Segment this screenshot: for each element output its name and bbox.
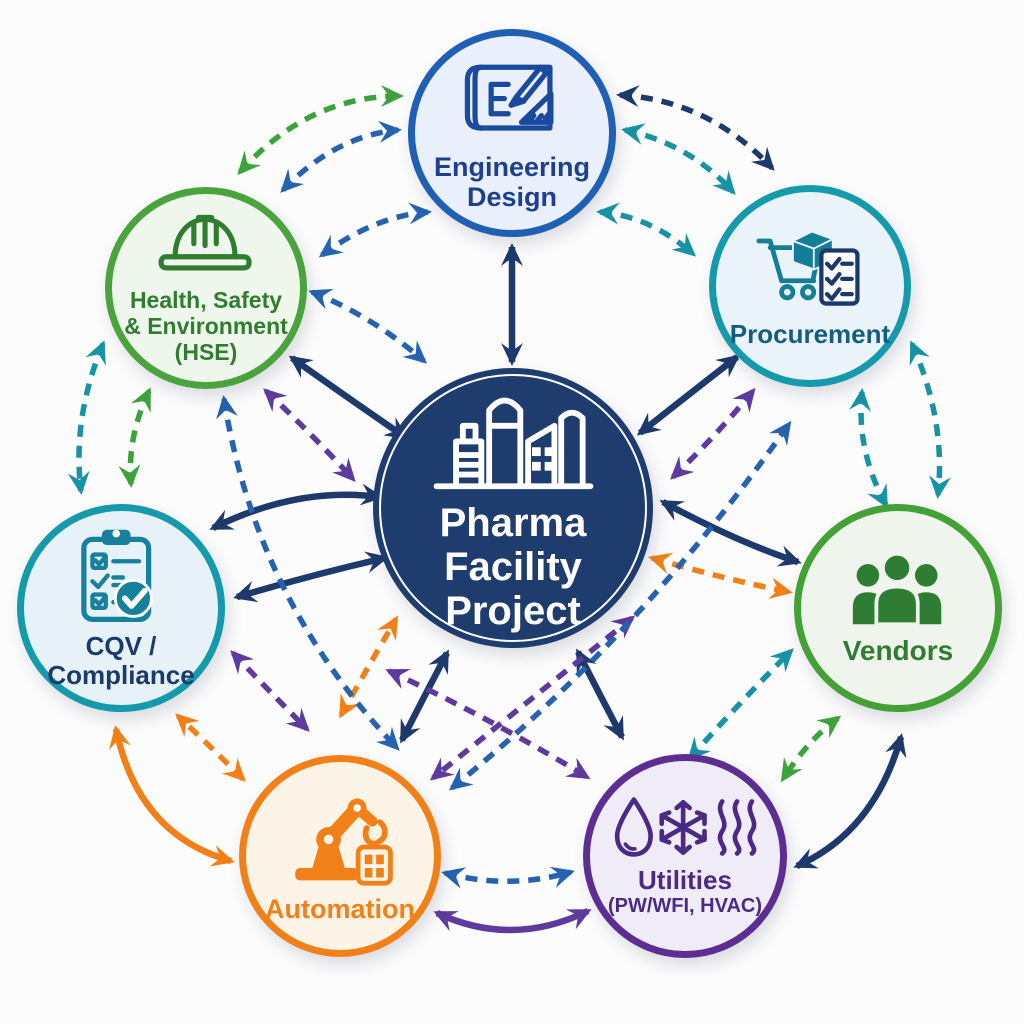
node-label-line: Procurement bbox=[729, 319, 891, 350]
connection-hse-eng bbox=[318, 202, 432, 258]
node-label-line: Automation bbox=[265, 893, 415, 924]
node-label-line: Engineering bbox=[433, 151, 590, 182]
connection-hse-automation bbox=[216, 395, 400, 751]
connection-hub-hse bbox=[288, 355, 409, 440]
clipboard-check-icon bbox=[81, 529, 153, 622]
node-cqv: CQV /Compliance bbox=[17, 504, 225, 712]
node-label: Health, Safety& Environment(HSE) bbox=[124, 288, 288, 365]
node-automation: Automation bbox=[239, 755, 441, 957]
connection-automation-cqv bbox=[175, 713, 246, 782]
node-hse: Health, Safety& Environment(HSE) bbox=[105, 187, 307, 389]
connection-hse-hub bbox=[308, 288, 428, 364]
node-label: Automation bbox=[265, 894, 415, 924]
connection-eng-proc bbox=[596, 202, 696, 257]
connection-utilities-automation bbox=[433, 908, 592, 934]
connection-hse-eng bbox=[280, 120, 402, 193]
connection-eng-proc bbox=[621, 123, 736, 195]
connection-hse-hub bbox=[263, 388, 356, 482]
water-snowflake-steam-icon bbox=[614, 797, 757, 857]
connection-automation-hub bbox=[338, 615, 399, 719]
connection-utilities-automation bbox=[441, 866, 575, 889]
connection-cqv-hub bbox=[209, 483, 384, 531]
connection-utilities-vendors bbox=[687, 648, 794, 761]
connection-hub-proc bbox=[636, 354, 741, 436]
node-label-line: Utilities bbox=[638, 865, 732, 896]
connection-proc-vendors bbox=[849, 388, 889, 509]
node-label: Vendors bbox=[843, 635, 953, 666]
node-label-line: (PW/WFI, HVAC) bbox=[607, 895, 763, 918]
node-label-line: (HSE) bbox=[174, 338, 238, 365]
node-label-line: Health, Safety bbox=[129, 287, 283, 314]
people-icon bbox=[852, 552, 942, 627]
connection-hub-vendors bbox=[648, 552, 793, 600]
hard-hat-icon bbox=[158, 215, 252, 271]
node-label-line: Compliance bbox=[47, 660, 195, 690]
connection-hub-automation bbox=[399, 649, 450, 744]
connection-automation-proc bbox=[448, 420, 792, 791]
blueprint-pencil-icon bbox=[464, 64, 554, 131]
factory-icon bbox=[433, 397, 593, 490]
connection-eng-proc bbox=[616, 85, 775, 171]
node-label-line: Design bbox=[466, 182, 557, 212]
cart-checklist-icon bbox=[756, 230, 860, 307]
node-vendors: Vendors bbox=[794, 504, 1002, 712]
connection-vendors-utilities bbox=[793, 733, 907, 869]
connection-automation-cqv bbox=[109, 725, 235, 867]
node-label-line: Facility bbox=[444, 545, 582, 589]
node-label-line: & Environment bbox=[124, 313, 288, 340]
node-label: Procurement bbox=[730, 320, 890, 349]
node-label-line: CQV / bbox=[85, 630, 157, 661]
connection-hub-vendors bbox=[659, 499, 802, 567]
node-label-line: Project bbox=[445, 589, 581, 633]
robot-arm-icon bbox=[295, 798, 393, 886]
connection-cqv-automation bbox=[230, 650, 310, 732]
connection-cqv-hse bbox=[118, 387, 152, 488]
connection-cqv-hse bbox=[67, 340, 106, 495]
connection-hse-eng bbox=[237, 85, 404, 175]
connection-hub-proc bbox=[670, 387, 756, 480]
node-label-line: Vendors bbox=[842, 635, 954, 667]
connection-hub-utilities bbox=[575, 648, 625, 741]
connection-vendors-utilities bbox=[780, 715, 842, 783]
node-label-line: Pharma bbox=[439, 501, 587, 545]
connection-cqv-hub bbox=[233, 551, 389, 603]
connection-proc-vendors bbox=[909, 340, 951, 499]
node-label: Utilities(PW/WFI, HVAC) bbox=[608, 866, 762, 918]
node-utilities: Utilities(PW/WFI, HVAC) bbox=[583, 754, 787, 958]
node-proc: Procurement bbox=[709, 185, 911, 387]
node-label: CQV /Compliance bbox=[47, 630, 195, 690]
